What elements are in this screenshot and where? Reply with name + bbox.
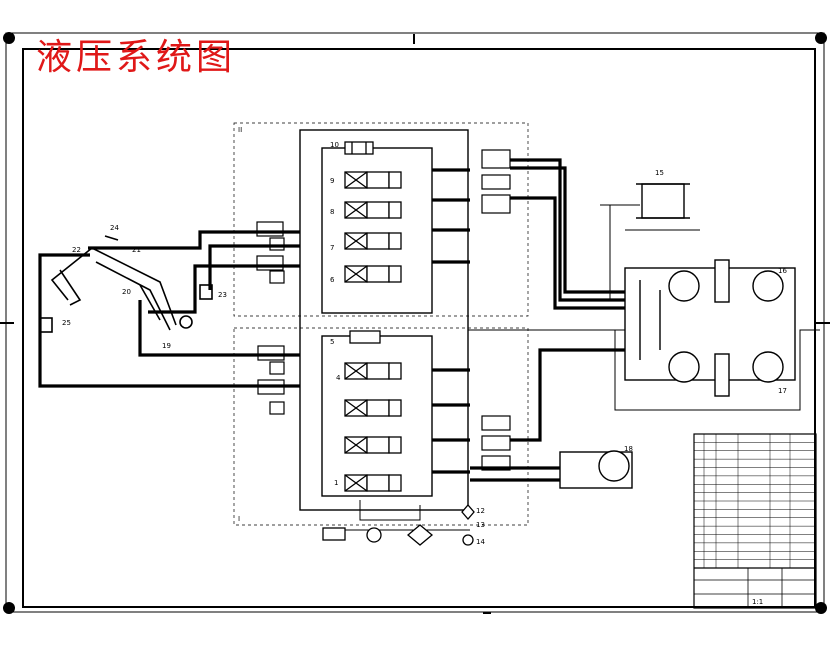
valve-10 [344, 141, 374, 155]
group-label-lower: I [238, 515, 240, 523]
label-17: 17 [778, 387, 787, 395]
label-13: 13 [476, 521, 485, 529]
group-box-upper [233, 122, 529, 317]
component-18 [559, 450, 633, 489]
right-check-valves [481, 149, 511, 471]
valve-5 [349, 330, 381, 344]
label-6: 6 [330, 276, 335, 284]
pilot-lines [340, 204, 820, 531]
label-19: 19 [162, 342, 171, 350]
label-8: 8 [330, 208, 334, 216]
valve-7 [344, 232, 402, 250]
label-14: 14 [476, 538, 485, 546]
directional-valves [344, 141, 402, 492]
supply-components [322, 504, 475, 546]
label-7: 7 [330, 244, 334, 252]
valve-9 [344, 171, 402, 189]
valve-4 [344, 362, 402, 380]
label-23: 23 [218, 291, 227, 299]
label-18: 18 [624, 445, 633, 453]
label-24: 24 [110, 224, 119, 232]
title-block [693, 433, 817, 609]
valve-1 [344, 474, 402, 492]
frame-corner-marks [0, 32, 830, 614]
valve-6 [344, 265, 402, 283]
valve-8 [344, 201, 402, 219]
component-15 [636, 183, 690, 219]
group-box-lower [233, 327, 529, 526]
title-block-rows [694, 434, 816, 568]
component-labels: 10 9 8 7 6 5 4 1 12 13 14 15 16 17 18 19… [62, 141, 787, 546]
label-25: 25 [62, 319, 71, 327]
label-12: 12 [476, 507, 485, 515]
label-15: 15 [655, 169, 664, 177]
label-20: 20 [122, 288, 131, 296]
excavator-arm [39, 235, 213, 333]
valve-3 [344, 399, 402, 417]
label-21: 21 [132, 246, 141, 254]
valve-2 [344, 436, 402, 454]
label-1: 1 [334, 479, 338, 487]
label-5: 5 [330, 338, 334, 346]
group-boxes [233, 122, 529, 526]
label-10: 10 [330, 141, 339, 149]
label-16: 16 [778, 267, 787, 275]
label-22: 22 [72, 246, 81, 254]
motor-block [624, 259, 796, 397]
group-label-upper: II [238, 126, 242, 134]
scale-text: 1:1 [752, 598, 763, 606]
label-4: 4 [336, 374, 341, 382]
drawing-title: 液压系统图 [36, 37, 237, 78]
label-9: 9 [330, 177, 334, 185]
